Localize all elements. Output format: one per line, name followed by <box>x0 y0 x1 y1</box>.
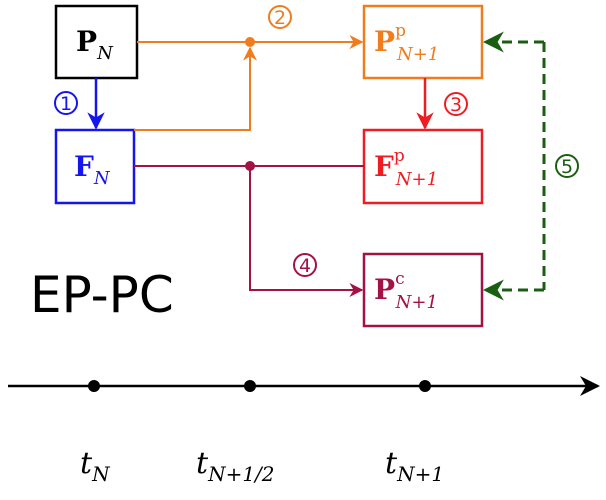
box-f-n: FN <box>54 128 136 205</box>
arrow-step4-to-p-corrector <box>249 166 364 297</box>
time-point-t-n <box>88 380 100 392</box>
box-p-predictor-subscript: N+1 <box>396 44 439 65</box>
method-label: EP-PC <box>30 266 174 324</box>
box-p-n: PN <box>54 4 139 80</box>
box-f-predictor-superscript: p <box>394 146 405 166</box>
orange-junction-dot <box>245 37 255 47</box>
step-4-number: 4 <box>299 255 311 277</box>
box-p-n-subscript: N <box>96 43 114 64</box>
time-label-t-next: tN+1 <box>385 446 444 486</box>
time-point-t-next <box>419 380 431 392</box>
svg-text:FN: FN <box>74 150 111 189</box>
time-label-t-n-subscript: N <box>91 462 111 486</box>
step-1-badge: 1 <box>54 91 78 115</box>
svg-text:PpN+1: PpN+1 <box>374 21 439 65</box>
box-p-corrector-subscript: N+1 <box>395 292 438 313</box>
arrow-f-n-up-to-junction <box>134 46 257 131</box>
box-p-corrector-symbol: P <box>374 273 395 306</box>
time-point-t-half <box>244 380 256 392</box>
step-5-number: 5 <box>561 156 573 178</box>
svg-text:PcN+1: PcN+1 <box>374 269 438 313</box>
time-label-t-half-symbol: t <box>196 446 209 481</box>
step-2-badge: 2 <box>268 5 292 29</box>
step-5-badge: 5 <box>555 154 579 178</box>
time-label-t-next-symbol: t <box>385 446 398 481</box>
box-p-n-symbol: P <box>76 25 97 58</box>
box-f-n-symbol: F <box>74 150 94 183</box>
time-label-t-next-subscript: N+1 <box>396 462 444 486</box>
step-4-badge: 4 <box>293 253 317 277</box>
time-label-t-n-symbol: t <box>80 446 93 481</box>
time-label-t-half: tN+1/2 <box>196 446 275 486</box>
box-f-n-subscript: N <box>93 168 111 189</box>
box-f-predictor-subscript: N+1 <box>395 169 438 190</box>
box-p-predictor-superscript: p <box>395 21 406 41</box>
step-3-number: 3 <box>450 94 462 116</box>
step-3-badge: 3 <box>444 92 468 116</box>
svg-text:FpN+1: FpN+1 <box>374 146 438 190</box>
step-2-number: 2 <box>274 7 286 29</box>
time-label-t-half-subscript: N+1/2 <box>207 462 274 486</box>
box-p-predictor-symbol: P <box>374 25 395 58</box>
step-1-number: 1 <box>60 93 72 115</box>
box-f-predictor-symbol: F <box>374 150 394 183</box>
time-label-t-n: tN <box>80 446 111 486</box>
svg-text:PN: PN <box>76 25 114 64</box>
box-p-corrector-superscript: c <box>395 269 405 289</box>
crimson-junction-dot <box>245 161 255 171</box>
